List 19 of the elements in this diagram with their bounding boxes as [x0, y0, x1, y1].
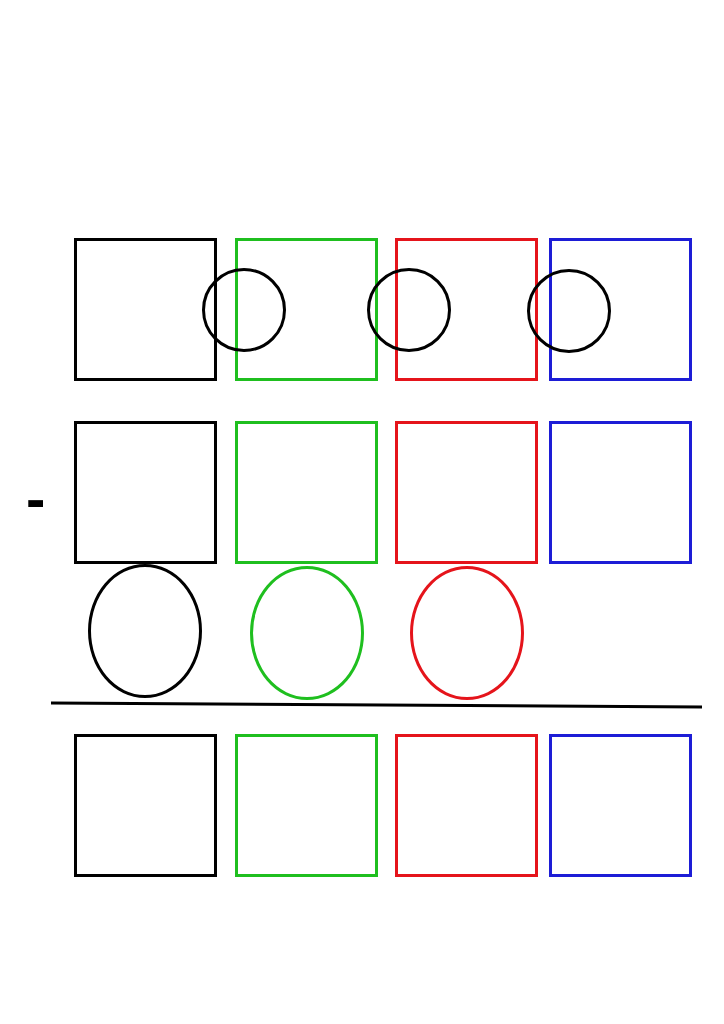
empty-circle [527, 269, 611, 353]
empty-box [235, 421, 378, 564]
empty-box [74, 421, 217, 564]
empty-box [549, 238, 692, 381]
minus-sign: - [26, 470, 46, 528]
empty-box [549, 421, 692, 564]
empty-box [74, 734, 217, 877]
empty-circle [202, 268, 286, 352]
empty-circle [88, 564, 202, 698]
empty-box [235, 238, 378, 381]
empty-circle [410, 566, 524, 700]
empty-box [395, 421, 538, 564]
empty-box [395, 734, 538, 877]
empty-box [395, 238, 538, 381]
empty-box [235, 734, 378, 877]
empty-box [549, 734, 692, 877]
empty-circle [250, 566, 364, 700]
empty-box [74, 238, 217, 381]
empty-circle [367, 268, 451, 352]
